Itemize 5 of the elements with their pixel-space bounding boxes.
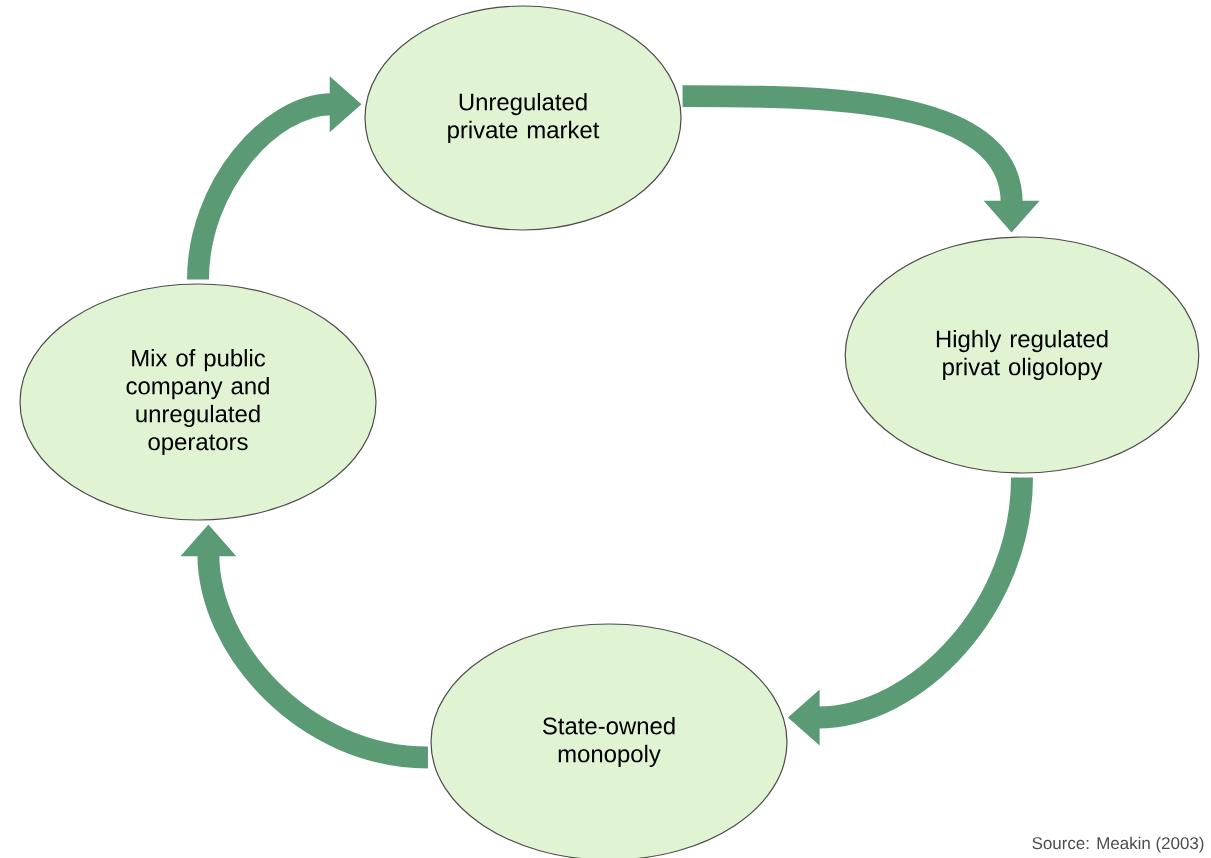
- ellipse-node: Unregulated private market: [364, 5, 682, 231]
- ellipse-node: State-owned monopoly: [430, 623, 788, 858]
- source-note: Source: Meakin (2003): [1032, 836, 1204, 853]
- ellipse-node: Mix of public company and unregulated operators: [19, 283, 377, 521]
- ellipse-node: Highly regulated privat oligolopy: [844, 236, 1200, 474]
